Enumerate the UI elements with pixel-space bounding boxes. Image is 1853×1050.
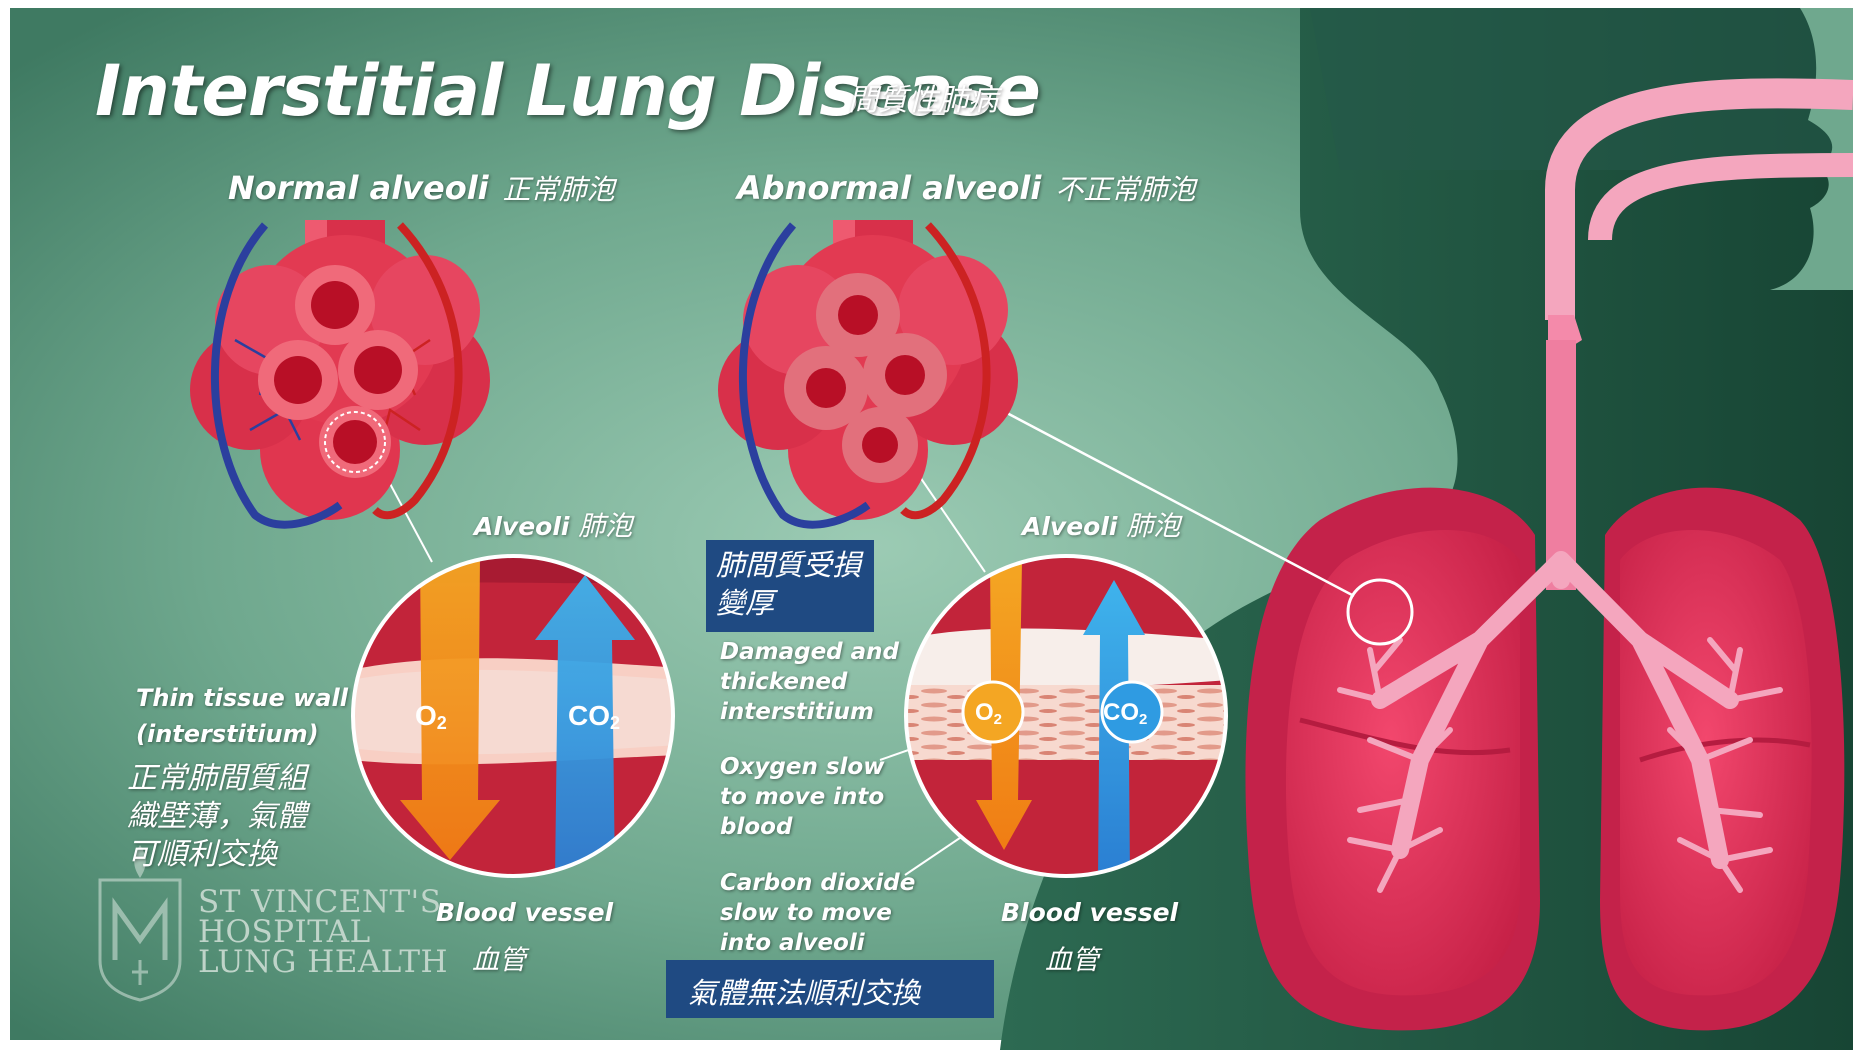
normal-blood-vessel-label-zh: 血管 <box>472 938 526 977</box>
abnormal-alveoli-heading: Abnormal alveoli 不正常肺泡 <box>737 168 1195 208</box>
abnormal-alveoli-label: Alveoli 肺泡 <box>1022 504 1180 543</box>
logo-line-2: HOSPITAL <box>198 917 448 947</box>
logo-line-1: ST VINCENT'S <box>198 887 448 917</box>
damaged-interstitium-box-zh: 肺間質受損變厚 <box>706 540 874 632</box>
gas-exchange-impaired-box-zh: 氣體無法順利交換 <box>666 960 994 1018</box>
abnormal-alveoli-label-zh: 肺泡 <box>1126 511 1180 542</box>
carbon-dioxide-slow-label: Carbon dioxide slow to move into alveoli <box>720 868 920 958</box>
abnormal-blood-vessel-label: Blood vessel <box>1001 898 1178 927</box>
normal-heading-zh: 正常肺泡 <box>503 173 615 206</box>
damaged-interstitium-label: Damaged and thickened interstitium <box>720 637 910 727</box>
normal-alveoli-label-zh: 肺泡 <box>578 511 632 542</box>
normal-alveoli-label: Alveoli 肺泡 <box>474 504 632 543</box>
logo-line-3: LUNG HEALTH <box>198 947 448 977</box>
normal-blood-vessel-label: Blood vessel <box>436 898 613 927</box>
normal-alveoli-heading: Normal alveoli 正常肺泡 <box>228 168 615 208</box>
oxygen-slow-label: Oxygen slow to move into blood <box>720 752 890 842</box>
normal-interstitium-description-zh: 正常肺間質組織壁薄，氣體可順利交換 <box>127 760 327 874</box>
normal-heading-en: Normal alveoli <box>228 169 489 207</box>
page-title-chinese: 間質性肺病 <box>848 75 998 119</box>
abnormal-heading-zh: 不正常肺泡 <box>1055 173 1195 206</box>
normal-alveoli-label-en: Alveoli <box>474 512 569 541</box>
abnormal-blood-vessel-label-zh: 血管 <box>1045 938 1099 977</box>
abnormal-heading-en: Abnormal alveoli <box>737 169 1041 207</box>
thin-tissue-wall-label: Thin tissue wall (interstitium) <box>136 680 356 752</box>
abnormal-alveoli-label-en: Alveoli <box>1022 512 1117 541</box>
hospital-logo-text: ST VINCENT'S HOSPITAL LUNG HEALTH <box>198 887 448 977</box>
